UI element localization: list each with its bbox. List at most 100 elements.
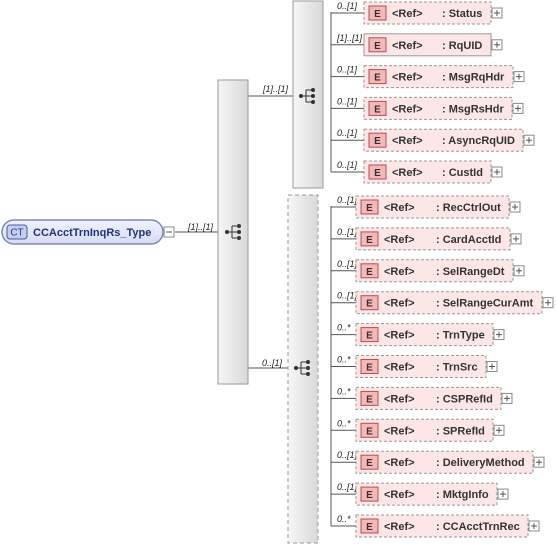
element-ref-label: <Ref> bbox=[392, 40, 423, 52]
element-ref-deliverymethod[interactable]: 0..[1]E<Ref>: DeliveryMethod bbox=[331, 450, 545, 474]
element-occurrence: 0..* bbox=[337, 323, 351, 333]
element-box bbox=[355, 195, 510, 219]
element-name: : AsyncRqUID bbox=[442, 135, 515, 147]
root-occurrence: [1]..[1] bbox=[187, 222, 214, 232]
element-occurrence: 0..* bbox=[337, 386, 351, 396]
element-name: : SelRangeDt bbox=[436, 266, 505, 278]
element-badge-icon: E bbox=[360, 359, 379, 374]
element-occurrence: 0..[1] bbox=[337, 128, 358, 138]
element-occurrence: 0..[1] bbox=[337, 1, 358, 11]
svg-text:E: E bbox=[374, 73, 381, 84]
element-box bbox=[355, 291, 543, 315]
element-occurrence: 0..[1] bbox=[337, 227, 358, 237]
element-occurrence: 0..[1] bbox=[337, 291, 358, 301]
element-ref-rquid[interactable]: [1]..[1]E<Ref>: RqUID bbox=[331, 33, 503, 57]
element-ref-label: <Ref> bbox=[384, 393, 415, 405]
top-sequence-occurrence: [1]..[1] bbox=[262, 84, 289, 94]
expand-icon[interactable] bbox=[542, 297, 554, 309]
element-name: : TrnSrc bbox=[436, 362, 478, 374]
svg-text:E: E bbox=[366, 299, 373, 310]
expand-icon[interactable] bbox=[512, 102, 524, 114]
element-occurrence: 0..[1] bbox=[337, 195, 358, 205]
element-occurrence: 0..[1] bbox=[337, 96, 358, 106]
expand-icon[interactable] bbox=[509, 201, 521, 213]
element-ref-label: <Ref> bbox=[384, 330, 415, 342]
element-ref-csprefid[interactable]: 0..*E<Ref>: CSPRefId bbox=[331, 386, 513, 410]
expand-icon[interactable] bbox=[493, 424, 505, 436]
expand-icon[interactable] bbox=[497, 488, 509, 500]
svg-text:E: E bbox=[366, 426, 373, 437]
element-ref-recctrlout[interactable]: 0..[1]E<Ref>: RecCtrlOut bbox=[331, 195, 521, 219]
element-ref-status[interactable]: 0..[1]E<Ref>: Status bbox=[331, 1, 503, 25]
element-occurrence: 0..* bbox=[337, 514, 351, 524]
element-ref-ccaccttrnrec[interactable]: 0..*E<Ref>: CCAcctTrnRec bbox=[331, 514, 540, 538]
element-box bbox=[363, 65, 514, 89]
element-ref-label: <Ref> bbox=[384, 234, 415, 246]
svg-text:E: E bbox=[366, 331, 373, 342]
element-ref-label: <Ref> bbox=[392, 72, 423, 84]
sequence-icon bbox=[225, 224, 241, 240]
element-box bbox=[355, 323, 494, 347]
element-box bbox=[355, 514, 529, 538]
expand-icon[interactable] bbox=[501, 392, 513, 404]
element-ref-custid[interactable]: 0..[1]E<Ref>: CustId bbox=[331, 160, 503, 184]
element-ref-sprefid[interactable]: 0..*E<Ref>: SPRefId bbox=[331, 418, 505, 442]
element-ref-trntype[interactable]: 0..*E<Ref>: TrnType bbox=[331, 323, 505, 347]
element-name: : SelRangeCurAmt bbox=[436, 298, 534, 310]
sequence-icon bbox=[294, 360, 310, 376]
element-box bbox=[363, 160, 492, 184]
main-sequence-compositor[interactable] bbox=[217, 79, 249, 385]
element-ref-trnsrc[interactable]: 0..*E<Ref>: TrnSrc bbox=[331, 355, 498, 378]
top-sequence-compositor[interactable] bbox=[292, 0, 324, 189]
svg-text:E: E bbox=[374, 168, 381, 179]
element-box bbox=[363, 96, 513, 120]
element-box bbox=[355, 482, 498, 506]
element-name: : SPRefId bbox=[436, 425, 485, 437]
element-badge-icon: E bbox=[368, 37, 387, 53]
root-expand-icon[interactable] bbox=[163, 226, 175, 238]
optional-sequence-compositor[interactable] bbox=[287, 194, 319, 544]
element-box bbox=[355, 259, 514, 283]
element-ref-selrangedt[interactable]: 0..[1]E<Ref>: SelRangeDt bbox=[331, 259, 525, 283]
expand-icon[interactable] bbox=[491, 7, 503, 19]
element-box bbox=[363, 1, 492, 25]
element-ref-label: <Ref> bbox=[384, 425, 415, 437]
expand-icon[interactable] bbox=[513, 71, 525, 83]
element-ref-mktginfo[interactable]: 0..[1]E<Ref>: MktgInfo bbox=[331, 482, 509, 506]
expand-icon[interactable] bbox=[523, 134, 535, 146]
svg-text:E: E bbox=[374, 41, 381, 52]
element-box bbox=[355, 418, 494, 442]
sequence-icon bbox=[299, 88, 315, 104]
element-name: : MktgInfo bbox=[436, 489, 489, 501]
element-box bbox=[363, 128, 524, 152]
element-badge-icon: E bbox=[360, 454, 379, 470]
svg-text:E: E bbox=[366, 267, 373, 278]
expand-icon[interactable] bbox=[491, 39, 503, 51]
element-badge-icon: E bbox=[360, 486, 379, 502]
element-ref-msgrshdr[interactable]: 0..[1]E<Ref>: MsgRsHdr bbox=[331, 96, 524, 120]
element-ref-selrangecuramt[interactable]: 0..[1]E<Ref>: SelRangeCurAmt bbox=[331, 291, 554, 315]
svg-text:E: E bbox=[366, 394, 373, 405]
svg-text:E: E bbox=[366, 235, 373, 246]
element-name: : RqUID bbox=[442, 40, 482, 52]
expand-icon[interactable] bbox=[510, 233, 522, 245]
element-ref-msgrqhdr[interactable]: 0..[1]E<Ref>: MsgRqHdr bbox=[331, 65, 525, 89]
expand-icon[interactable] bbox=[493, 329, 505, 341]
svg-text:E: E bbox=[374, 104, 381, 115]
element-badge-icon: E bbox=[360, 327, 379, 343]
element-ref-cardacctid[interactable]: 0..[1]E<Ref>: CardAcctId bbox=[331, 227, 522, 251]
expand-icon[interactable] bbox=[528, 520, 540, 532]
element-name: : RecCtrlOut bbox=[436, 202, 501, 214]
element-box bbox=[355, 450, 534, 474]
root-complex-type[interactable]: CT CCAcctTrnInqRs_Type bbox=[1, 219, 164, 245]
element-badge-icon: E bbox=[360, 231, 379, 247]
element-ref-label: <Ref> bbox=[392, 8, 423, 20]
expand-icon[interactable] bbox=[486, 361, 498, 372]
element-box bbox=[355, 386, 502, 410]
expand-icon[interactable] bbox=[491, 166, 503, 178]
root-type-name: CCAcctTrnInqRs_Type bbox=[33, 227, 151, 239]
element-list: 0..[1]E<Ref>: Status[1]..[1]E<Ref>: RqUI… bbox=[331, 1, 554, 538]
expand-icon[interactable] bbox=[513, 265, 525, 277]
element-ref-asyncrquid[interactable]: 0..[1]E<Ref>: AsyncRqUID bbox=[331, 128, 535, 152]
expand-icon[interactable] bbox=[533, 456, 545, 468]
